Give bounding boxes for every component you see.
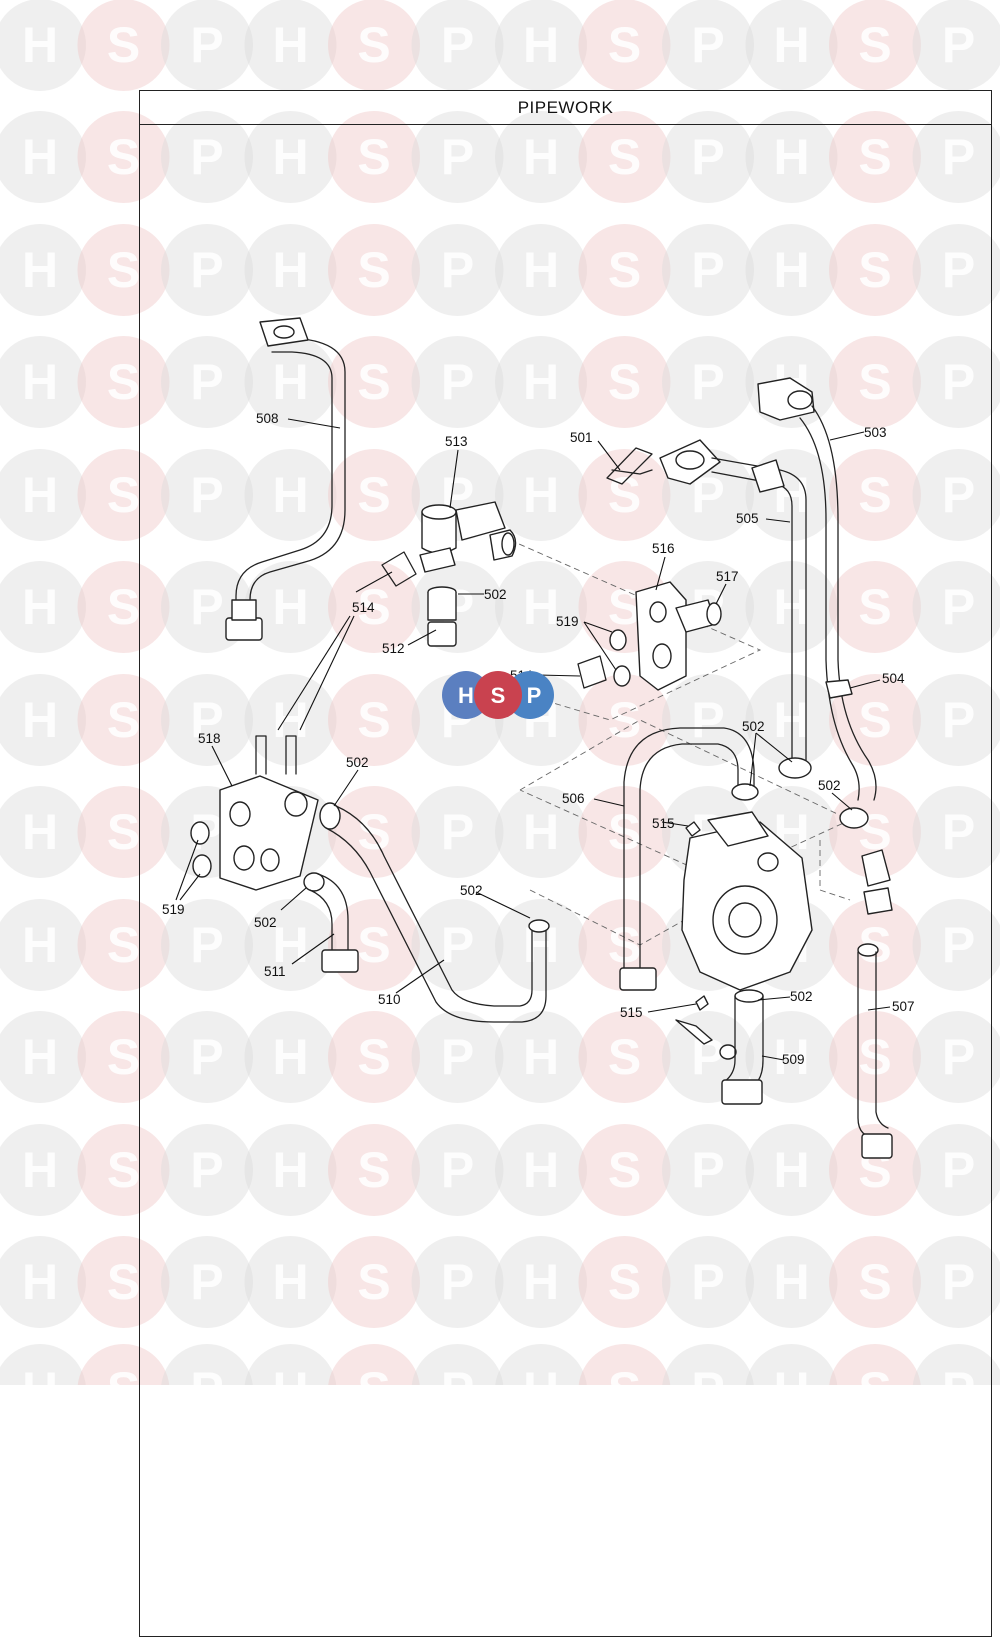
part-518-block [220,776,318,890]
part-517-connector [707,603,721,625]
part-504-clip [826,680,852,698]
part-514-u-clips [256,736,296,774]
label-508: 508 [256,411,279,426]
label-502-g: 502 [790,989,813,1004]
logo-letter-h: H [458,683,474,708]
label-516: 516 [652,541,675,556]
label-507: 507 [892,999,915,1014]
label-511: 511 [264,964,286,979]
label-502-b: 502 [742,719,765,734]
label-519-a: 519 [162,902,185,917]
label-502-f: 502 [254,915,277,930]
part-513-valve [420,502,516,572]
part-labels: 508 513 501 503 505 516 517 502 514 519 … [162,411,915,1067]
part-514-clip-middle [578,656,606,688]
label-502-a: 502 [484,587,507,602]
label-503: 503 [864,425,887,440]
label-502-c: 502 [346,755,369,770]
part-516-block [636,582,716,690]
part-515-screw-upper [686,822,700,836]
label-517: 517 [716,569,739,584]
label-510: 510 [378,992,401,1007]
label-501: 501 [570,430,593,445]
part-514-clip-upper [382,552,416,586]
label-512: 512 [382,641,405,656]
part-501-clip [607,448,652,484]
label-519-b: 519 [556,614,579,629]
label-515-a: 515 [652,816,675,831]
label-502-d: 502 [818,778,841,793]
label-518: 518 [198,731,221,746]
label-514-a: 514 [352,600,375,615]
part-510-pipe [320,803,549,1022]
part-503-pipe [758,378,876,828]
part-519-orings-right [610,630,630,686]
label-513: 513 [445,434,468,449]
label-504: 504 [882,671,905,686]
label-509: 509 [782,1052,805,1067]
label-515-b: 515 [620,1005,643,1020]
logo-letter-s: S [491,683,506,708]
part-507-pipe [858,850,892,1158]
logo-letter-p: P [527,683,542,708]
label-505: 505 [736,511,759,526]
part-512-connector [428,587,456,646]
hsp-logo: H S P [440,667,558,723]
label-502-e: 502 [460,883,483,898]
part-511-elbow [304,873,358,972]
label-506: 506 [562,791,585,806]
part-508-pipe [226,318,345,640]
part-pump-housing [682,812,812,990]
